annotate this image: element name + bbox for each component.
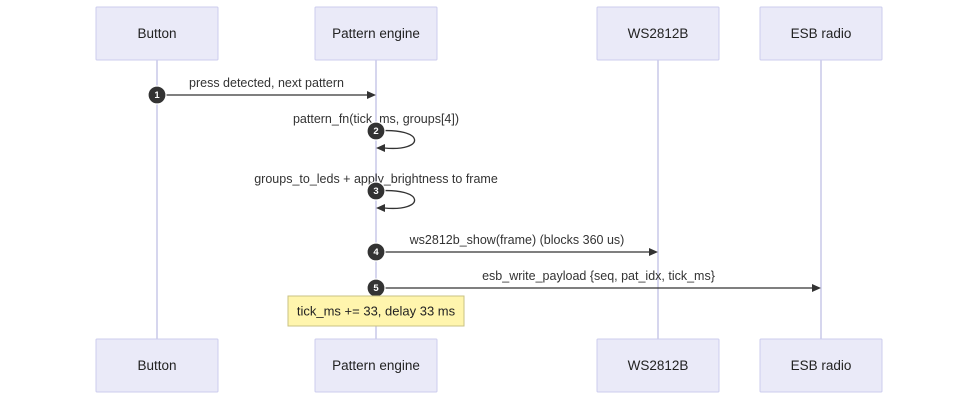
message-arrow-line [375, 189, 416, 210]
note-text: tick_ms += 33, delay 33 ms [297, 303, 456, 318]
sequence-number: 4 [373, 247, 379, 258]
message-4: ws2812b_show(frame) (blocks 360 us) 4 [366, 233, 658, 262]
actor-box [759, 338, 883, 393]
messages: press detected, next pattern 1 pattern_fn(… [147, 76, 821, 298]
arrow-head [812, 284, 821, 292]
arrow-head [376, 204, 385, 212]
sequence-number: 1 [154, 90, 160, 101]
message-label: pattern_fn(tick_ms, groups[4]) [293, 112, 459, 126]
actor-label: ESB radio [791, 358, 852, 373]
actor-label: Button [137, 26, 176, 41]
actor-label: Pattern engine [332, 26, 420, 41]
actor-top-button: Button [95, 6, 219, 61]
sequence-number: 2 [373, 126, 378, 137]
arrow-head [367, 91, 376, 99]
actor-label: ESB radio [791, 26, 852, 41]
actor-label: Button [137, 358, 176, 373]
actor-label: WS2812B [628, 26, 689, 41]
sequence-number: 5 [373, 283, 379, 294]
sequence-number-badge [366, 121, 386, 141]
lifelines [156, 60, 822, 339]
message-label: groups_to_leds + apply_brightness to fra… [254, 172, 498, 186]
actor-label: Pattern engine [332, 358, 420, 373]
message-3: groups_to_leds + apply_brightness to fra… [254, 172, 498, 212]
sequence-number-badge [366, 242, 386, 262]
actor-box [596, 6, 720, 61]
message-1: press detected, next pattern 1 [147, 76, 376, 105]
actor-box [314, 6, 438, 61]
arrow-head [649, 248, 658, 256]
actor-top-esb: ESB radio [759, 6, 883, 61]
actor-label: WS2812B [628, 358, 689, 373]
actor-bottom-pattern: Pattern engine [314, 338, 438, 393]
arrow-head [376, 144, 385, 152]
sequence-number-badge [147, 85, 167, 105]
actor-bottom-esb: ESB radio [759, 338, 883, 393]
note-box [287, 295, 465, 327]
actor-bottom-ws: WS2812B [596, 338, 720, 393]
actor-box [314, 338, 438, 393]
message-5: esb_write_payload {seq, pat_idx, tick_ms… [366, 269, 821, 298]
actor-bottom-button: Button [95, 338, 219, 393]
actor-box [759, 6, 883, 61]
actor-box [95, 6, 219, 61]
actor-box [95, 338, 219, 393]
sequence-number: 3 [373, 186, 378, 197]
sequence-number-badge [366, 181, 386, 201]
note-group: tick_ms += 33, delay 33 ms [287, 295, 465, 327]
actor-top-pattern: Pattern engine [314, 6, 438, 61]
actor-top-ws: WS2812B [596, 6, 720, 61]
message-arrow-line [375, 129, 416, 150]
message-label: press detected, next pattern [189, 76, 344, 90]
message-2: pattern_fn(tick_ms, groups[4])2 [293, 112, 459, 152]
message-label: esb_write_payload {seq, pat_idx, tick_ms… [482, 269, 715, 283]
message-label: ws2812b_show(frame) (blocks 360 us) [409, 233, 625, 247]
actor-box [596, 338, 720, 393]
